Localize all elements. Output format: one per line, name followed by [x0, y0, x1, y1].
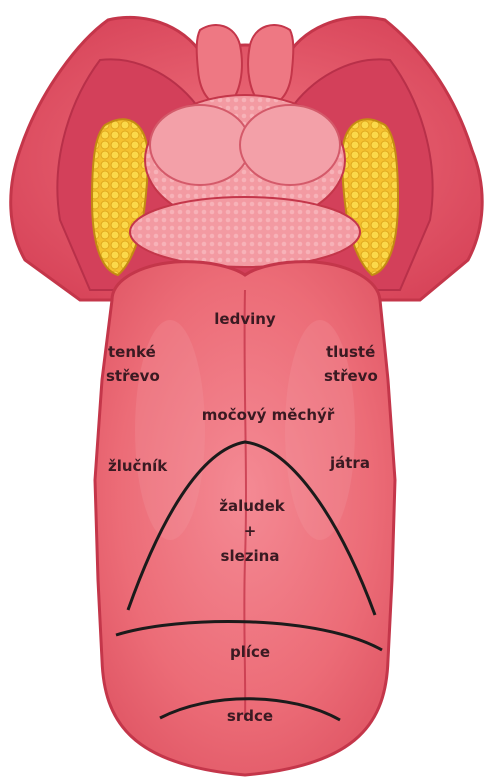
- label-mocovy-mechyr: močový měchýř: [202, 406, 335, 424]
- label-plus: +: [244, 522, 257, 540]
- label-slezina: slezina: [221, 547, 280, 565]
- label-jatra: játra: [329, 454, 370, 472]
- label-zlucnik: žlučník: [108, 457, 168, 475]
- label-zaludek: žaludek: [219, 497, 286, 515]
- label-tluste-strevo-line1: tlusté: [326, 343, 375, 361]
- label-ledviny: ledviny: [214, 310, 276, 328]
- label-tluste-strevo-line2: střevo: [324, 367, 378, 385]
- label-tenke-strevo-line2: střevo: [106, 367, 160, 385]
- label-tenke-strevo-line1: tenké: [108, 343, 156, 361]
- label-plice: plíce: [230, 643, 270, 661]
- label-srdce: srdce: [227, 707, 273, 725]
